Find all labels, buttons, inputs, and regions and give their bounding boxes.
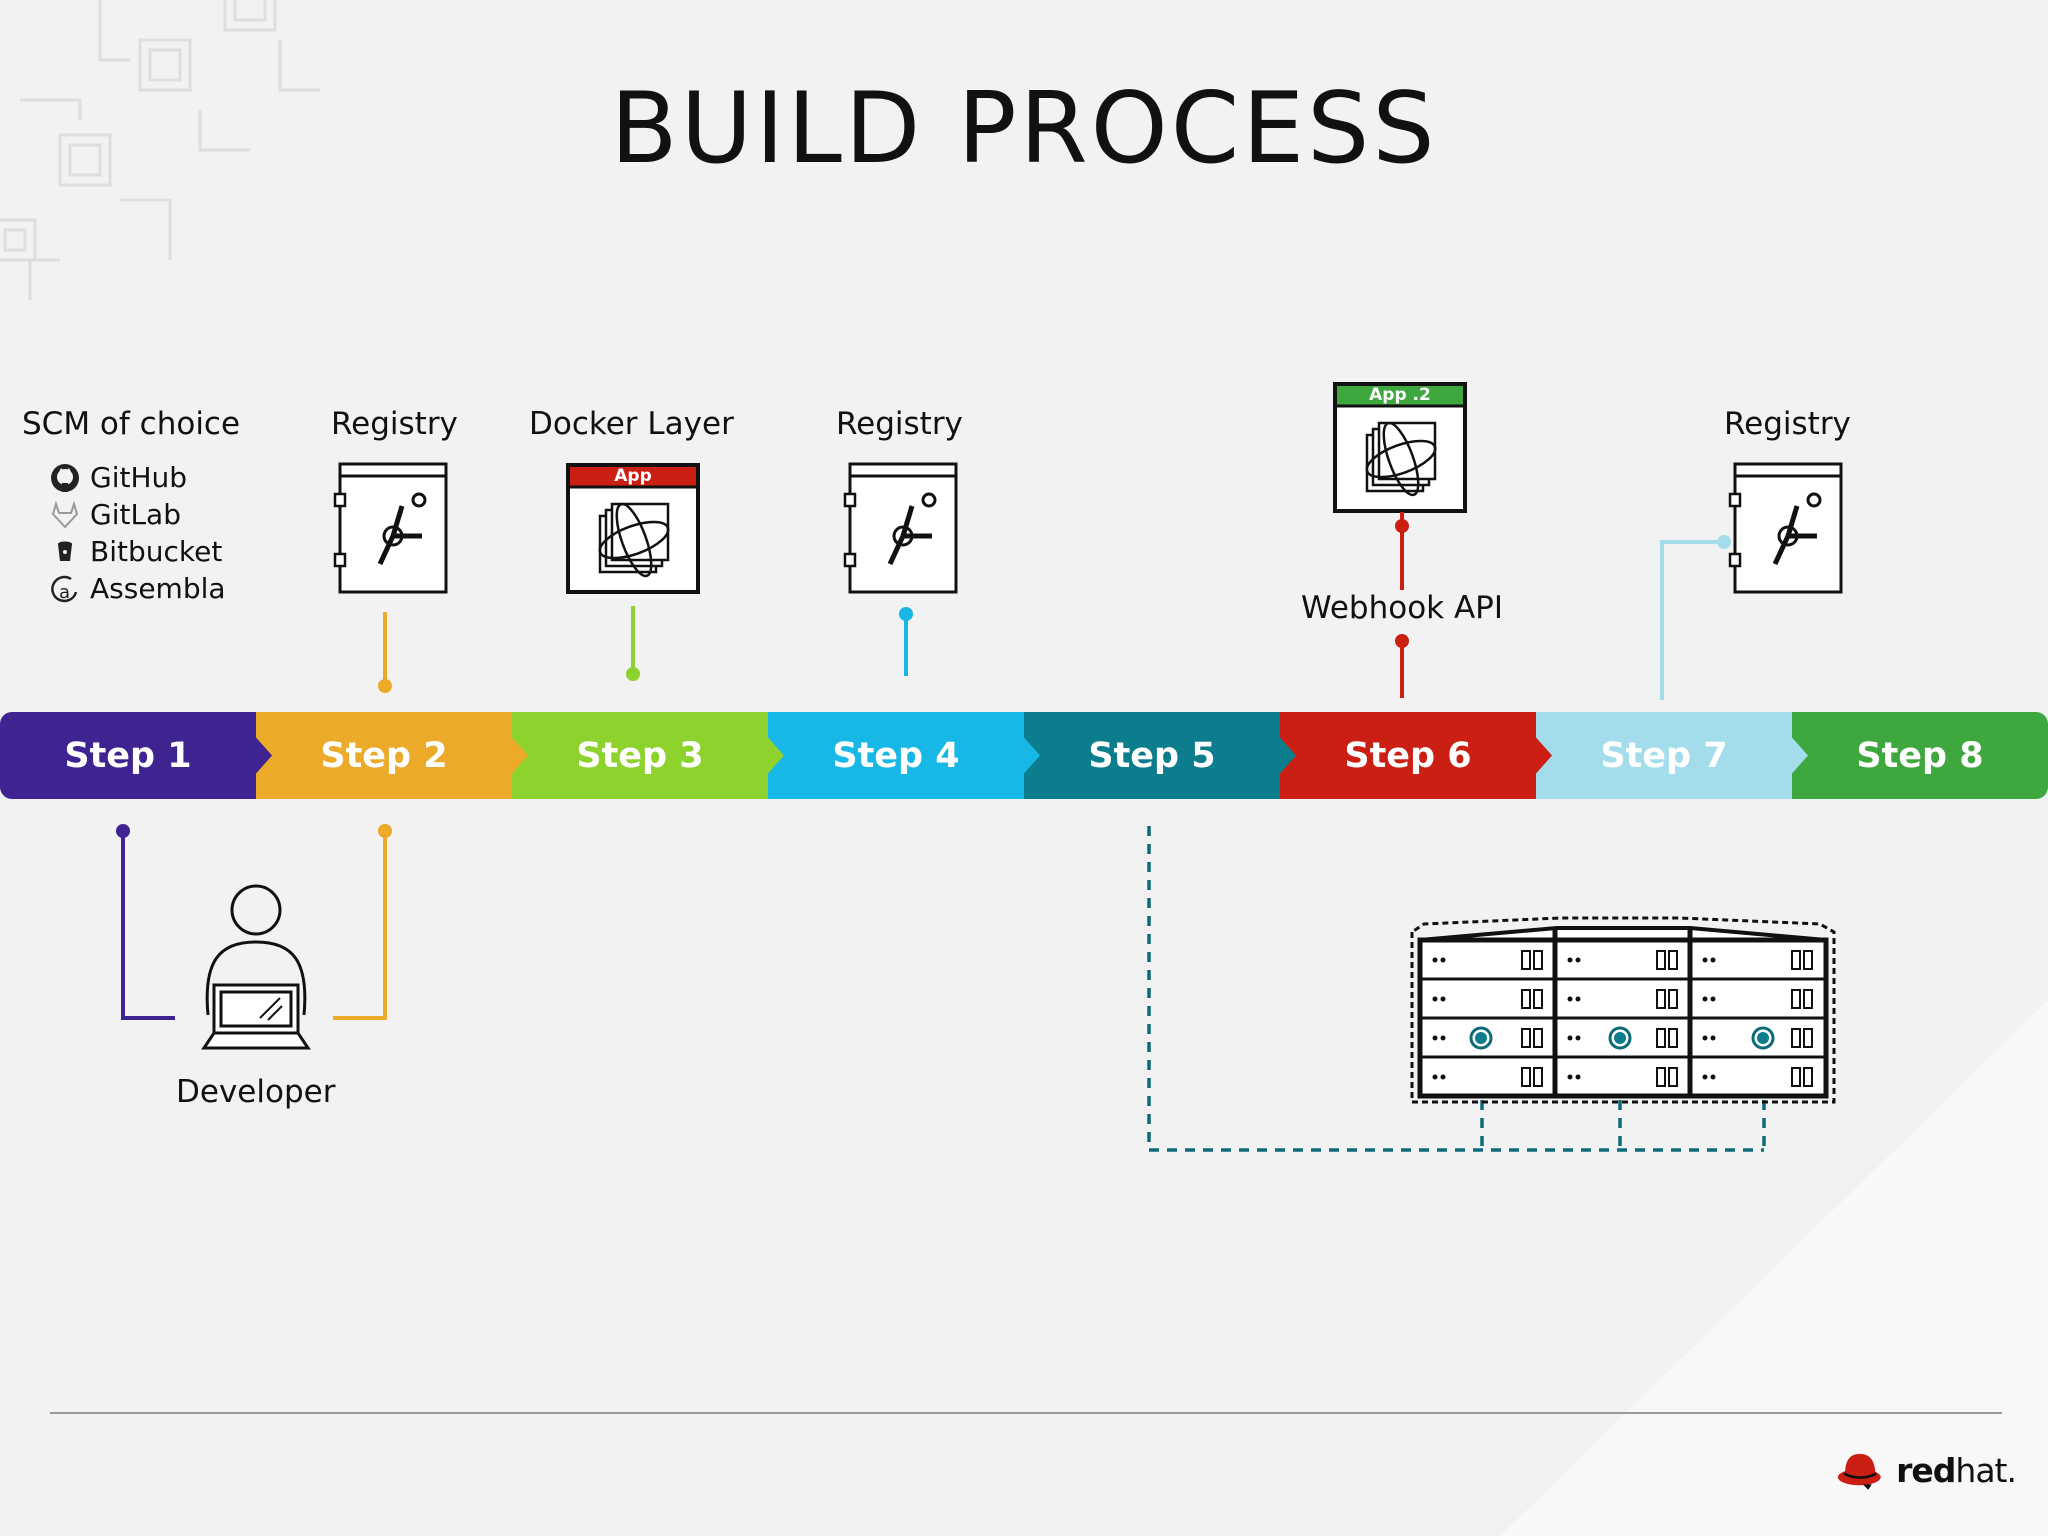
svg-text:a: a	[59, 582, 70, 603]
step-segment	[1024, 712, 1296, 799]
step-segment	[768, 712, 1040, 799]
bitbucket-icon	[48, 535, 82, 569]
app2-badge: App .2	[1369, 385, 1431, 405]
step-5: Step 5	[1088, 735, 1216, 776]
step-6: Step 6	[1344, 735, 1472, 776]
registry-header-3: Registry	[1724, 406, 1851, 442]
docker-layer-icon	[566, 463, 700, 594]
step-segment	[0, 712, 272, 799]
scm-label: Assembla	[90, 572, 226, 605]
app-badge: App	[614, 466, 652, 486]
footer-divider	[50, 1412, 2002, 1414]
step-segment	[1792, 712, 2048, 799]
gitlab-icon	[48, 498, 82, 532]
scm-label: Bitbucket	[90, 535, 223, 568]
step-segment	[1280, 712, 1552, 799]
registry-safe-icon	[335, 464, 446, 592]
redhat-hat-icon	[1837, 1453, 1881, 1490]
scm-item: GitLab	[48, 496, 226, 533]
step-7: Step 7	[1600, 735, 1728, 776]
step-2: Step 2	[320, 735, 448, 776]
redhat-wordmark: redhat.	[1896, 1450, 2017, 1490]
step-4: Step 4	[832, 735, 960, 776]
step-segment	[256, 712, 528, 799]
developer-icon	[201, 884, 311, 1050]
step-8: Step 8	[1856, 735, 1984, 776]
scm-item: a Assembla	[48, 570, 226, 607]
scm-list: GitHub GitLab Bitbucket a Assembla	[48, 459, 226, 607]
step-bar: Step 1 Step 2 Step 3 Step 4 Step 5 Step …	[0, 712, 2048, 799]
github-icon	[48, 461, 82, 495]
scm-item: Bitbucket	[48, 533, 226, 570]
scm-item: GitHub	[48, 459, 226, 496]
scm-label: GitLab	[90, 498, 181, 531]
step-3: Step 3	[576, 735, 704, 776]
step-segment	[1536, 712, 1808, 799]
corner-pattern	[0, 0, 320, 300]
registry-header-1: Registry	[331, 406, 458, 442]
step-segment	[512, 712, 784, 799]
assembla-icon: a	[48, 572, 82, 606]
scm-header: SCM of choice	[22, 406, 241, 442]
redhat-logo: redhat.	[1836, 1442, 2017, 1498]
developer-label: Developer	[176, 1074, 336, 1110]
scm-label: GitHub	[90, 461, 188, 494]
registry-safe-icon	[845, 464, 956, 592]
docker-layer-header: Docker Layer	[529, 406, 734, 442]
page-title: BUILD PROCESS	[610, 72, 1438, 186]
server-rack-icon	[1410, 916, 1836, 1104]
registry-header-2: Registry	[836, 406, 963, 442]
registry-safe-icon	[1730, 464, 1841, 592]
app2-layer-icon	[1333, 382, 1467, 513]
step-1: Step 1	[64, 735, 192, 776]
webhook-api-label: Webhook API	[1301, 590, 1504, 626]
